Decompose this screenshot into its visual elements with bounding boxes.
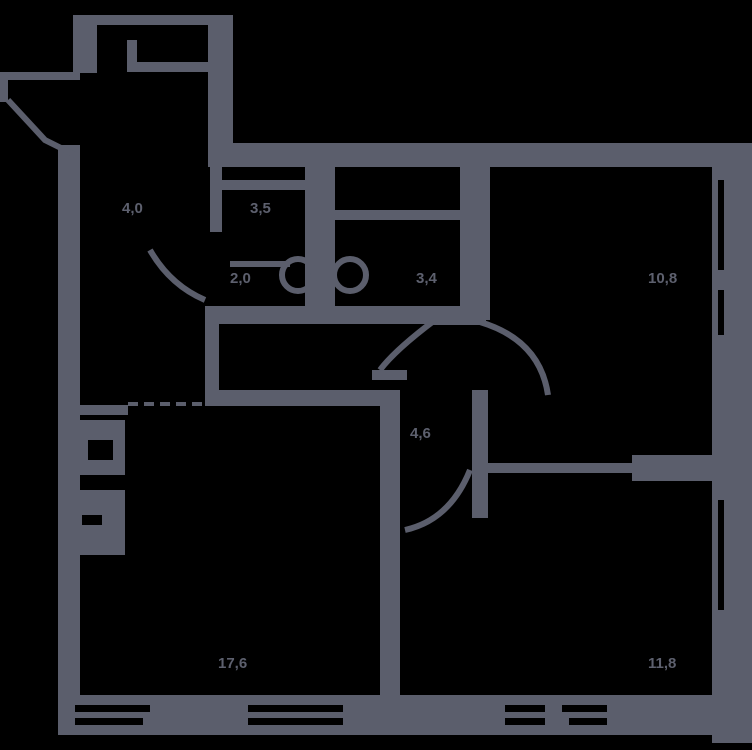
room-area-corridor: 4,6 xyxy=(410,425,431,442)
wall xyxy=(372,370,407,380)
wall xyxy=(58,145,80,735)
wall xyxy=(425,315,480,325)
toilet xyxy=(279,256,317,294)
wall xyxy=(127,40,137,70)
wall xyxy=(632,455,717,481)
room-area-bathroom: 3,5 xyxy=(250,200,271,217)
wall xyxy=(210,180,320,190)
wall xyxy=(488,463,638,473)
wall xyxy=(0,72,8,102)
wall xyxy=(335,210,465,220)
counter xyxy=(78,405,128,415)
room-area-hall-upper: 4,0 xyxy=(122,200,143,217)
wall xyxy=(0,72,80,80)
wall xyxy=(205,390,395,406)
wall xyxy=(380,390,400,695)
wall xyxy=(210,306,470,324)
door-swing xyxy=(479,319,551,396)
wall xyxy=(73,15,97,73)
room-area-bedroom-1: 10,8 xyxy=(648,270,678,287)
room-area-bedroom-2: 11,8 xyxy=(648,655,677,672)
wall xyxy=(127,62,208,72)
wall xyxy=(73,15,233,25)
door-swing xyxy=(147,248,207,303)
wall xyxy=(305,167,335,317)
room-area-wc: 2,0 xyxy=(230,270,251,287)
wall xyxy=(480,160,490,320)
door-swing xyxy=(377,317,437,372)
wall xyxy=(472,390,488,518)
room-area-kitchen-living: 17,6 xyxy=(218,655,248,672)
room-area-utility: 3,4 xyxy=(416,270,437,287)
door-swing xyxy=(404,468,473,533)
wall xyxy=(205,306,219,406)
wall xyxy=(58,695,752,735)
door-swing xyxy=(5,97,77,158)
wall xyxy=(210,167,222,232)
wall xyxy=(208,15,233,165)
washer xyxy=(331,256,369,294)
